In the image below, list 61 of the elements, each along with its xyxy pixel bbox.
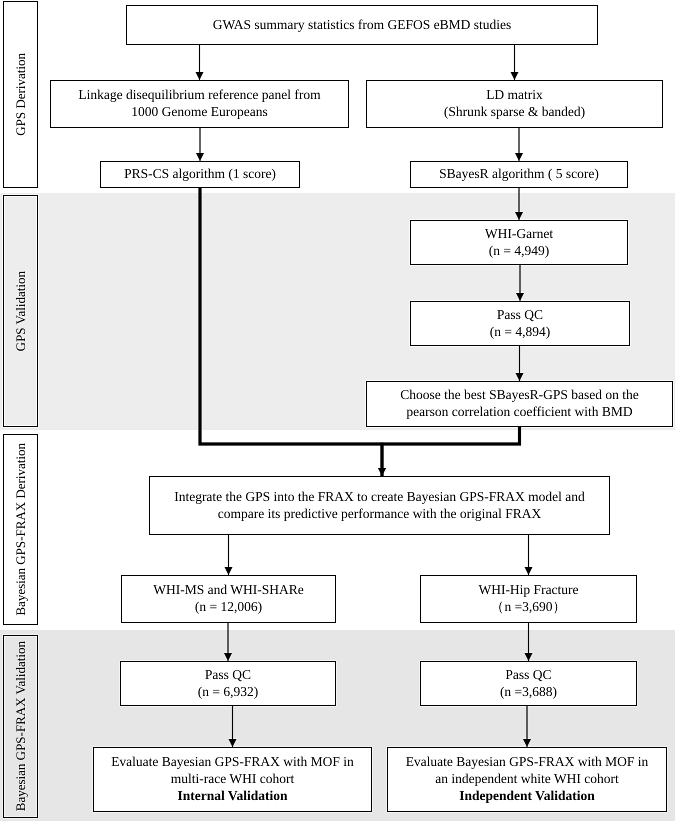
process-box <box>93 747 372 812</box>
process-box <box>410 220 628 265</box>
box-text: SBayesR algorithm ( 5 score) <box>439 166 599 183</box>
arrow <box>510 45 518 80</box>
process-box <box>120 661 336 706</box>
section-label-box <box>3 195 38 427</box>
process-box <box>100 161 300 188</box>
box-text: WHI-MS and WHI-SHARe <box>153 582 304 599</box>
section-label: Bayesian GPS-FRAX Validation <box>12 641 28 812</box>
box-text: GWAS summary statistics from GEFOS eBMD studies <box>212 16 512 34</box>
box-text: Integrate the GPS into the FRAX to create Bayesian GPS-FRAX model and compare its predictive performance with the original FRAX <box>173 488 586 522</box>
box-text: Pass QC <box>204 666 252 684</box>
box-text: LD matrix <box>486 87 543 104</box>
box-text: (n = 4,949) <box>488 242 550 260</box>
box-text: （n =3,690） <box>490 599 567 616</box>
arrow <box>524 623 532 661</box>
box-text: WHI-Garnet <box>484 226 554 242</box>
section-label-box <box>3 635 38 818</box>
process-box <box>387 747 667 812</box>
box-text: WHI-Hip Fracture <box>478 582 579 599</box>
process-box <box>149 476 610 535</box>
arrow <box>224 623 232 661</box>
section-label-box <box>3 1 38 188</box>
box-text: (n =3,688) <box>500 684 558 700</box>
section-label-box <box>3 434 38 625</box>
box-text: Evaluate Bayesian GPS-FRAX with MOF in multi-race WHI cohort <box>110 754 355 788</box>
box-text: (n = 12,006) <box>194 599 262 616</box>
process-box <box>121 575 336 623</box>
box-text: Evaluate Bayesian GPS-FRAX with MOF in an independent white WHI cohort <box>404 754 650 788</box>
box-text: Linkage disequilibrium reference panel from 1000 Genome Europeans <box>77 87 322 121</box>
box-subheading: Internal Validation <box>178 788 288 805</box>
process-box <box>420 575 637 623</box>
box-text: PRS-CS algorithm (1 score) <box>124 166 276 183</box>
section-label: Bayesian GPS-FRAX Derivation <box>12 443 28 616</box>
box-text: (Shrunk sparse & banded) <box>444 104 586 121</box>
process-box <box>410 161 628 188</box>
box-text: (n = 4,894) <box>490 324 550 340</box>
process-box <box>366 80 663 128</box>
box-text: Pass QC <box>496 306 544 324</box>
section-label: GPS Validation <box>12 270 28 352</box>
box-text: (n = 6,932) <box>198 684 258 700</box>
arrow <box>228 706 236 747</box>
section-label: GPS Derivation <box>12 53 28 136</box>
arrow <box>196 45 204 80</box>
arrow <box>515 128 523 161</box>
process-box <box>126 5 598 45</box>
arrow <box>523 706 531 747</box>
box-subheading: Independent Validation <box>459 788 595 805</box>
box-text: Pass QC <box>505 666 552 684</box>
arrow <box>516 346 524 381</box>
process-box <box>366 381 673 427</box>
process-box <box>50 80 349 128</box>
arrow <box>515 188 523 220</box>
arrow <box>378 427 522 476</box>
arrow <box>224 535 232 575</box>
process-box <box>420 661 637 706</box>
arrow <box>516 265 524 301</box>
arrow <box>196 128 204 161</box>
arrow <box>524 535 532 575</box>
box-text: Choose the best SBayesR-GPS based on the pearson correlation coefficient with BMD <box>399 387 640 421</box>
process-box <box>410 301 630 346</box>
